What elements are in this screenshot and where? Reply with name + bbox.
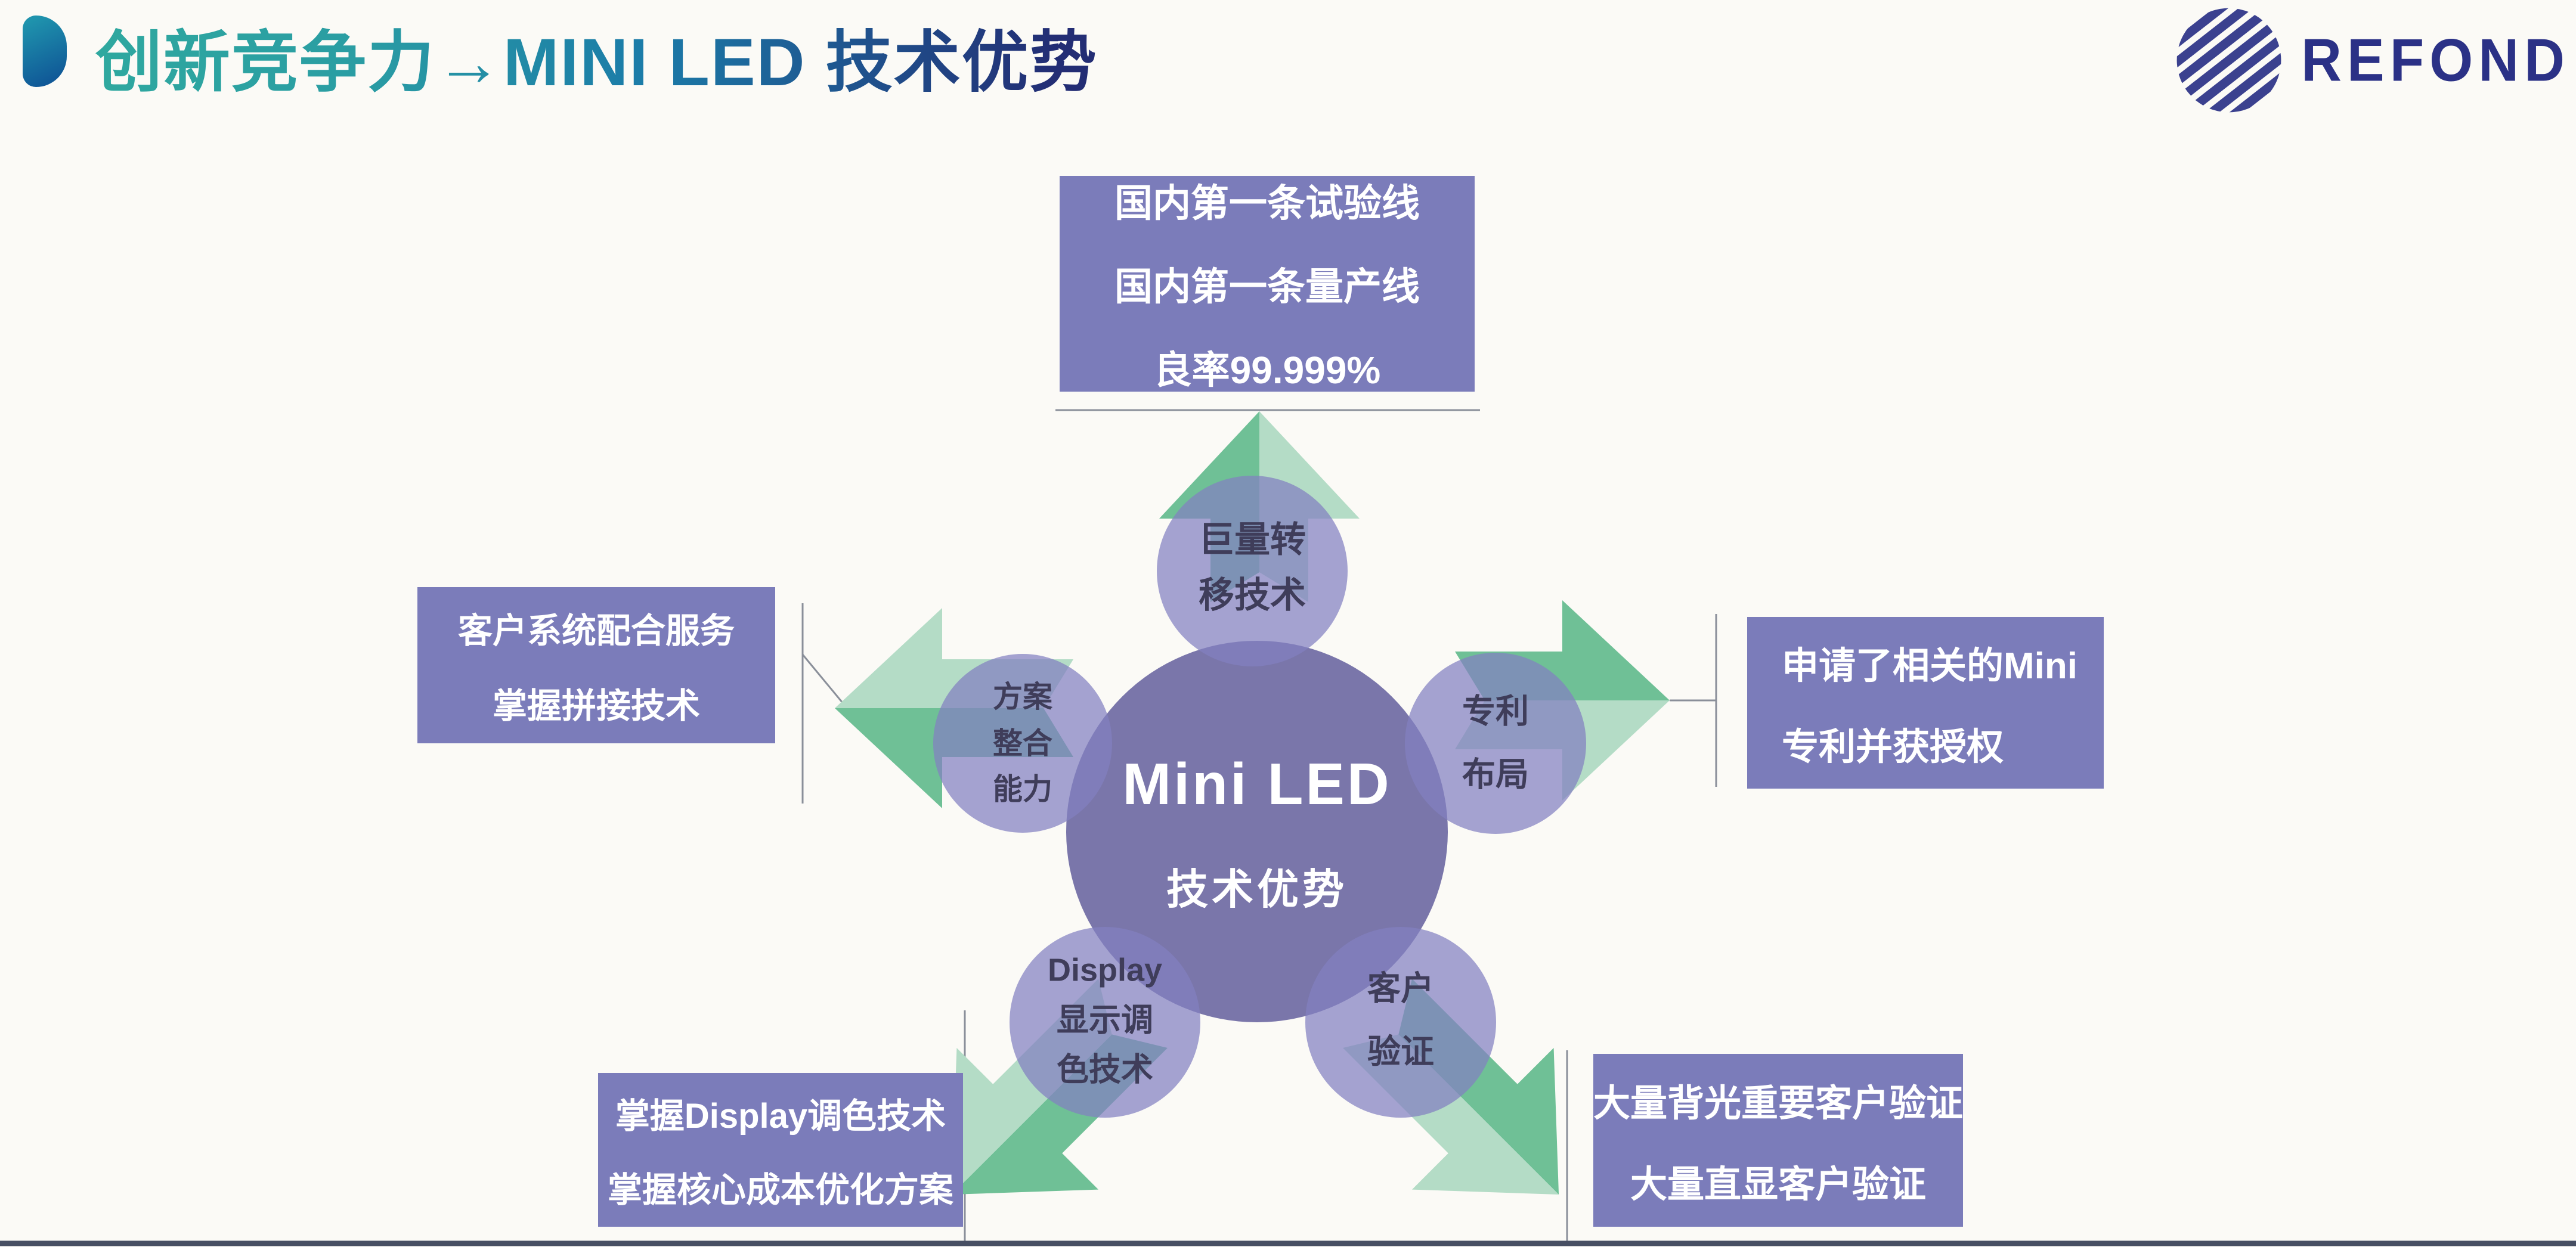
center-subtitle: 技术优势: [1166, 866, 1348, 913]
satellite-label-right: 专利 布局: [1462, 692, 1529, 793]
satellite-label-top: 巨量转 移技术: [1199, 520, 1306, 615]
satellite-circle-left: [933, 654, 1112, 833]
page-title: 创新竞争力→MINI LED 技术优势: [95, 6, 1098, 107]
satellite-label-bottom-left: Display 显示调 色技术: [1047, 952, 1163, 1088]
satellite-label-bottom-right: 客户 验证: [1367, 969, 1434, 1071]
center-circle: [1066, 641, 1448, 1022]
title-bullet-icon: [23, 15, 67, 87]
satellite-circle-bottom-right: [1305, 927, 1496, 1118]
satellite-circle-bottom-left: [1010, 927, 1200, 1118]
satellite-label-left: 方案 整合 能力: [993, 680, 1052, 806]
callout-top: 国内第一条试验线 国内第一条量产线 良率99.999%: [1060, 176, 1475, 392]
callout-right: 申请了相关的Mini 专利并获授权: [1747, 617, 2104, 789]
refond-logo: REFOND: [2172, 4, 2570, 117]
satellite-circle-top: [1157, 476, 1348, 666]
center-circle-label: Mini LED 技术优势: [1122, 750, 1391, 916]
callout-bottom-left: 掌握Display调色技术 掌握核心成本优化方案: [598, 1073, 963, 1227]
header: 创新竞争力→MINI LED 技术优势 REFOND: [0, 0, 2576, 125]
center-title: Mini LED: [1122, 751, 1392, 817]
satellite-circle-right: [1405, 653, 1586, 834]
callout-bottom-right: 大量背光重要客户验证 大量直显客户验证: [1593, 1054, 1963, 1227]
callout-left: 客户系统配合服务 掌握拼接技术: [417, 587, 775, 743]
refond-logo-text: REFOND: [2301, 26, 2570, 94]
refond-globe-icon: [2172, 4, 2286, 117]
